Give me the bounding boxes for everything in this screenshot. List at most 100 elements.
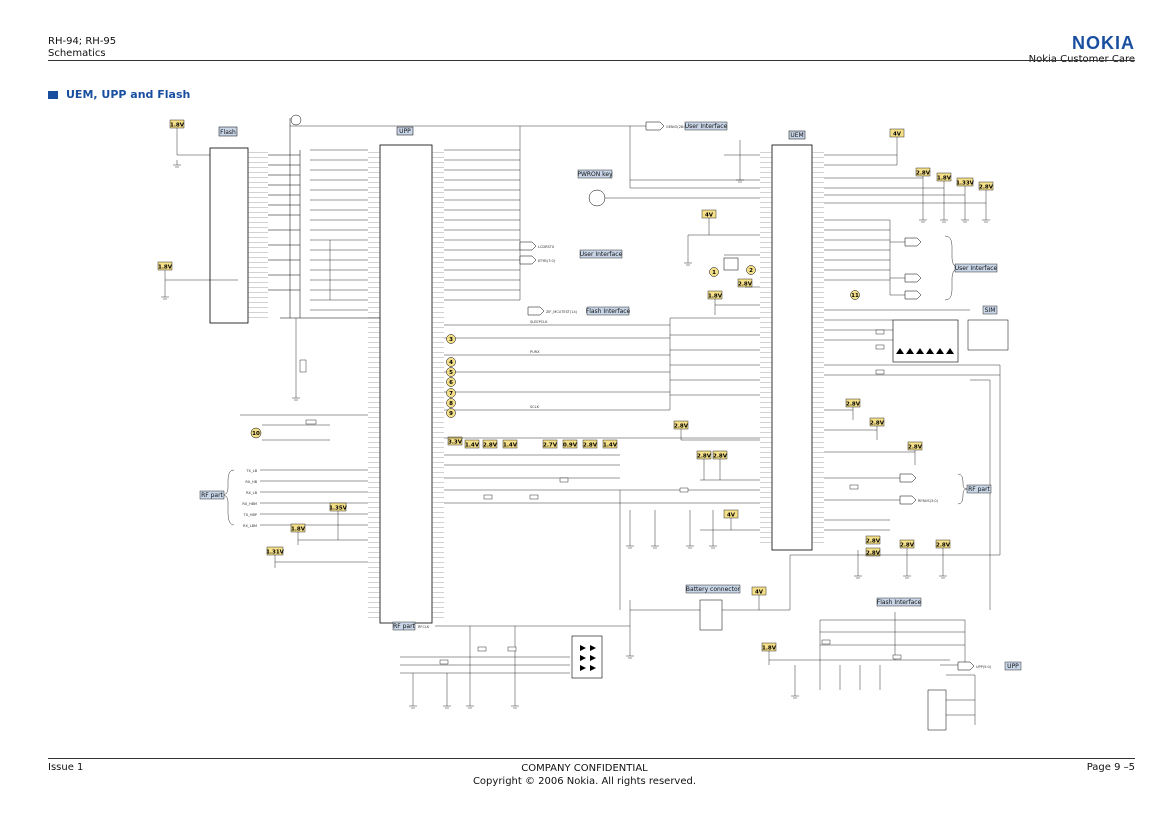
- svg-text:4V: 4V: [755, 590, 764, 596]
- svg-text:2.8V: 2.8V: [483, 443, 498, 449]
- svg-text:2.8V: 2.8V: [866, 551, 881, 557]
- svg-text:2.8V: 2.8V: [979, 185, 994, 191]
- upp-label: UPP: [399, 128, 411, 135]
- section-title-text: UEM, UPP and Flash: [66, 88, 191, 101]
- upp-right-bus: [290, 125, 646, 301]
- marker-2: 2: [749, 268, 753, 274]
- document-header: RH-94; RH-95 Schematics: [48, 36, 116, 60]
- voltage-uem-top: 4V: [889, 128, 905, 138]
- marker-3: 3: [449, 337, 453, 343]
- uem-lower-lines: [619, 407, 916, 610]
- signal-purx: PURX: [530, 350, 540, 354]
- svg-text:2.7V: 2.7V: [543, 443, 558, 449]
- svg-text:1.8V: 1.8V: [708, 294, 723, 300]
- svg-text:KTYB(7:0): KTYB(7:0): [538, 259, 556, 263]
- svg-text:4V: 4V: [705, 213, 714, 219]
- bullet-square-icon: [48, 90, 58, 99]
- cap-row-lowleft: [274, 511, 368, 568]
- misc-wires: [240, 318, 944, 700]
- svg-text:2.8V: 2.8V: [916, 171, 931, 177]
- uem-chip: UEM: [760, 130, 824, 551]
- user-interface-top-label: User Interface: [685, 123, 728, 130]
- svg-text:SIM: SIM: [985, 307, 996, 314]
- user-interface-right-conn: [904, 237, 922, 300]
- svg-text:RX_HB: RX_HB: [245, 480, 257, 484]
- svg-text:1.35V: 1.35V: [329, 506, 348, 512]
- voltage-left: 1.8V: [157, 261, 173, 271]
- diode-icons: [580, 645, 596, 671]
- rf-left-signals: TX_LB RX_HB RX_LB RX_HBM TX_HBP RX_LBM: [242, 469, 257, 528]
- sim-diode-icons: [896, 348, 954, 354]
- test-point-icon: [290, 114, 302, 126]
- esd-diode-array: [571, 635, 603, 679]
- svg-text:RFBUS(3:0): RFBUS(3:0): [918, 499, 939, 503]
- voltage-row-upp: 3.3V 1.4V 2.8V 1.4V 2.7V 0.9V 2.8V 1.4V: [447, 436, 618, 449]
- svg-text:RF part: RF part: [393, 623, 415, 630]
- marker-6: 6: [449, 380, 453, 386]
- rf-part-bottom: RF part RFCLK: [392, 621, 430, 631]
- svg-text:2.8V: 2.8V: [674, 424, 689, 430]
- passive-components: [299, 329, 902, 665]
- nokia-logo: NOKIA: [1072, 33, 1135, 53]
- marker-1: 1: [712, 270, 716, 276]
- svg-text:4V: 4V: [727, 513, 736, 519]
- svg-text:Flash Interface: Flash Interface: [877, 599, 922, 606]
- section-title: UEM, UPP and Flash: [48, 88, 190, 101]
- flash-interface-bottom: Flash Interface: [877, 597, 922, 607]
- flash-label: Flash: [220, 129, 236, 136]
- marker-5: 5: [449, 370, 453, 376]
- svg-text:2.8V: 2.8V: [846, 402, 861, 408]
- svg-text:2.8V: 2.8V: [900, 543, 915, 549]
- pwron-switch-icon: [588, 189, 606, 207]
- pwron-key-label: PWRON key: [577, 171, 613, 178]
- section-name: Schematics: [48, 48, 106, 59]
- flash-int-lines: [819, 612, 966, 690]
- signal-sclk: SCLK: [530, 405, 540, 409]
- voltage-row-uem: 2.8V 1.8V 1.33V 2.8V: [915, 167, 994, 191]
- marker-group: 3 4 5 6 7 8 9 10 1 2 11: [250, 265, 860, 439]
- voltage-uem-left: 4V 2.8V 1.8V: [701, 209, 753, 300]
- svg-text:2.8V: 2.8V: [738, 282, 753, 288]
- svg-text:TX_HBP: TX_HBP: [243, 513, 257, 517]
- flash-label-box: [218, 126, 238, 137]
- svg-text:UPP(5:0): UPP(5:0): [976, 665, 992, 669]
- svg-text:1.31V: 1.31V: [266, 550, 285, 556]
- svg-text:2.8V: 2.8V: [908, 445, 923, 451]
- bottom-lines: [400, 600, 631, 700]
- user-interface-right-label: User Interface: [955, 265, 998, 272]
- issue-label: Issue 1: [48, 762, 84, 773]
- svg-text:2.8V: 2.8V: [866, 539, 881, 545]
- flash-bus: [268, 150, 380, 319]
- svg-text:RX_LB: RX_LB: [246, 491, 258, 495]
- header-rule: [48, 60, 1135, 61]
- svg-text:1.4V: 1.4V: [465, 443, 480, 449]
- battery-connector: Battery connector 4V: [685, 584, 767, 631]
- svg-text:2.8V: 2.8V: [870, 421, 885, 427]
- svg-text:UPP: UPP: [1007, 663, 1019, 670]
- svg-text:4V: 4V: [893, 132, 902, 138]
- flash-interface-mid: ZIF_MCUTEST(14) Flash Interface: [527, 306, 631, 316]
- footer-rule: [48, 758, 1135, 759]
- marker-10: 10: [252, 431, 260, 437]
- svg-text:LCDRSTX: LCDRSTX: [538, 245, 555, 249]
- voltage-flash-bottom: 1.8V: [761, 642, 777, 652]
- upp-power-lines: [444, 437, 760, 504]
- svg-text:RX_HBM: RX_HBM: [242, 502, 257, 506]
- svg-text:1.8V: 1.8V: [170, 123, 185, 129]
- upp-uem-bus: [444, 317, 760, 411]
- svg-text:3.3V: 3.3V: [448, 440, 463, 446]
- svg-text:1.8V: 1.8V: [762, 646, 777, 652]
- svg-text:Battery connector: Battery connector: [686, 586, 741, 593]
- svg-text:1.8V: 1.8V: [291, 527, 306, 533]
- marker-8: 8: [449, 401, 453, 407]
- marker-11: 11: [851, 293, 859, 299]
- rf-left-lines: [221, 469, 368, 526]
- copyright-label: Copyright © 2006 Nokia. All rights reser…: [472, 776, 697, 787]
- department-name: Nokia Customer Care: [1028, 54, 1135, 65]
- rf-part-left-label: RF part: [201, 492, 223, 499]
- svg-text:1.4V: 1.4V: [503, 443, 518, 449]
- voltage-uem-right-lower: 2.8V 2.8V 2.8V 2.8V 2.8V 2.8V 2.8V 2.8V …: [673, 398, 951, 557]
- page-number: Page 9 –5: [1086, 762, 1135, 773]
- svg-text:RX_LBM: RX_LBM: [243, 524, 257, 528]
- upp-left-bus: [310, 149, 368, 311]
